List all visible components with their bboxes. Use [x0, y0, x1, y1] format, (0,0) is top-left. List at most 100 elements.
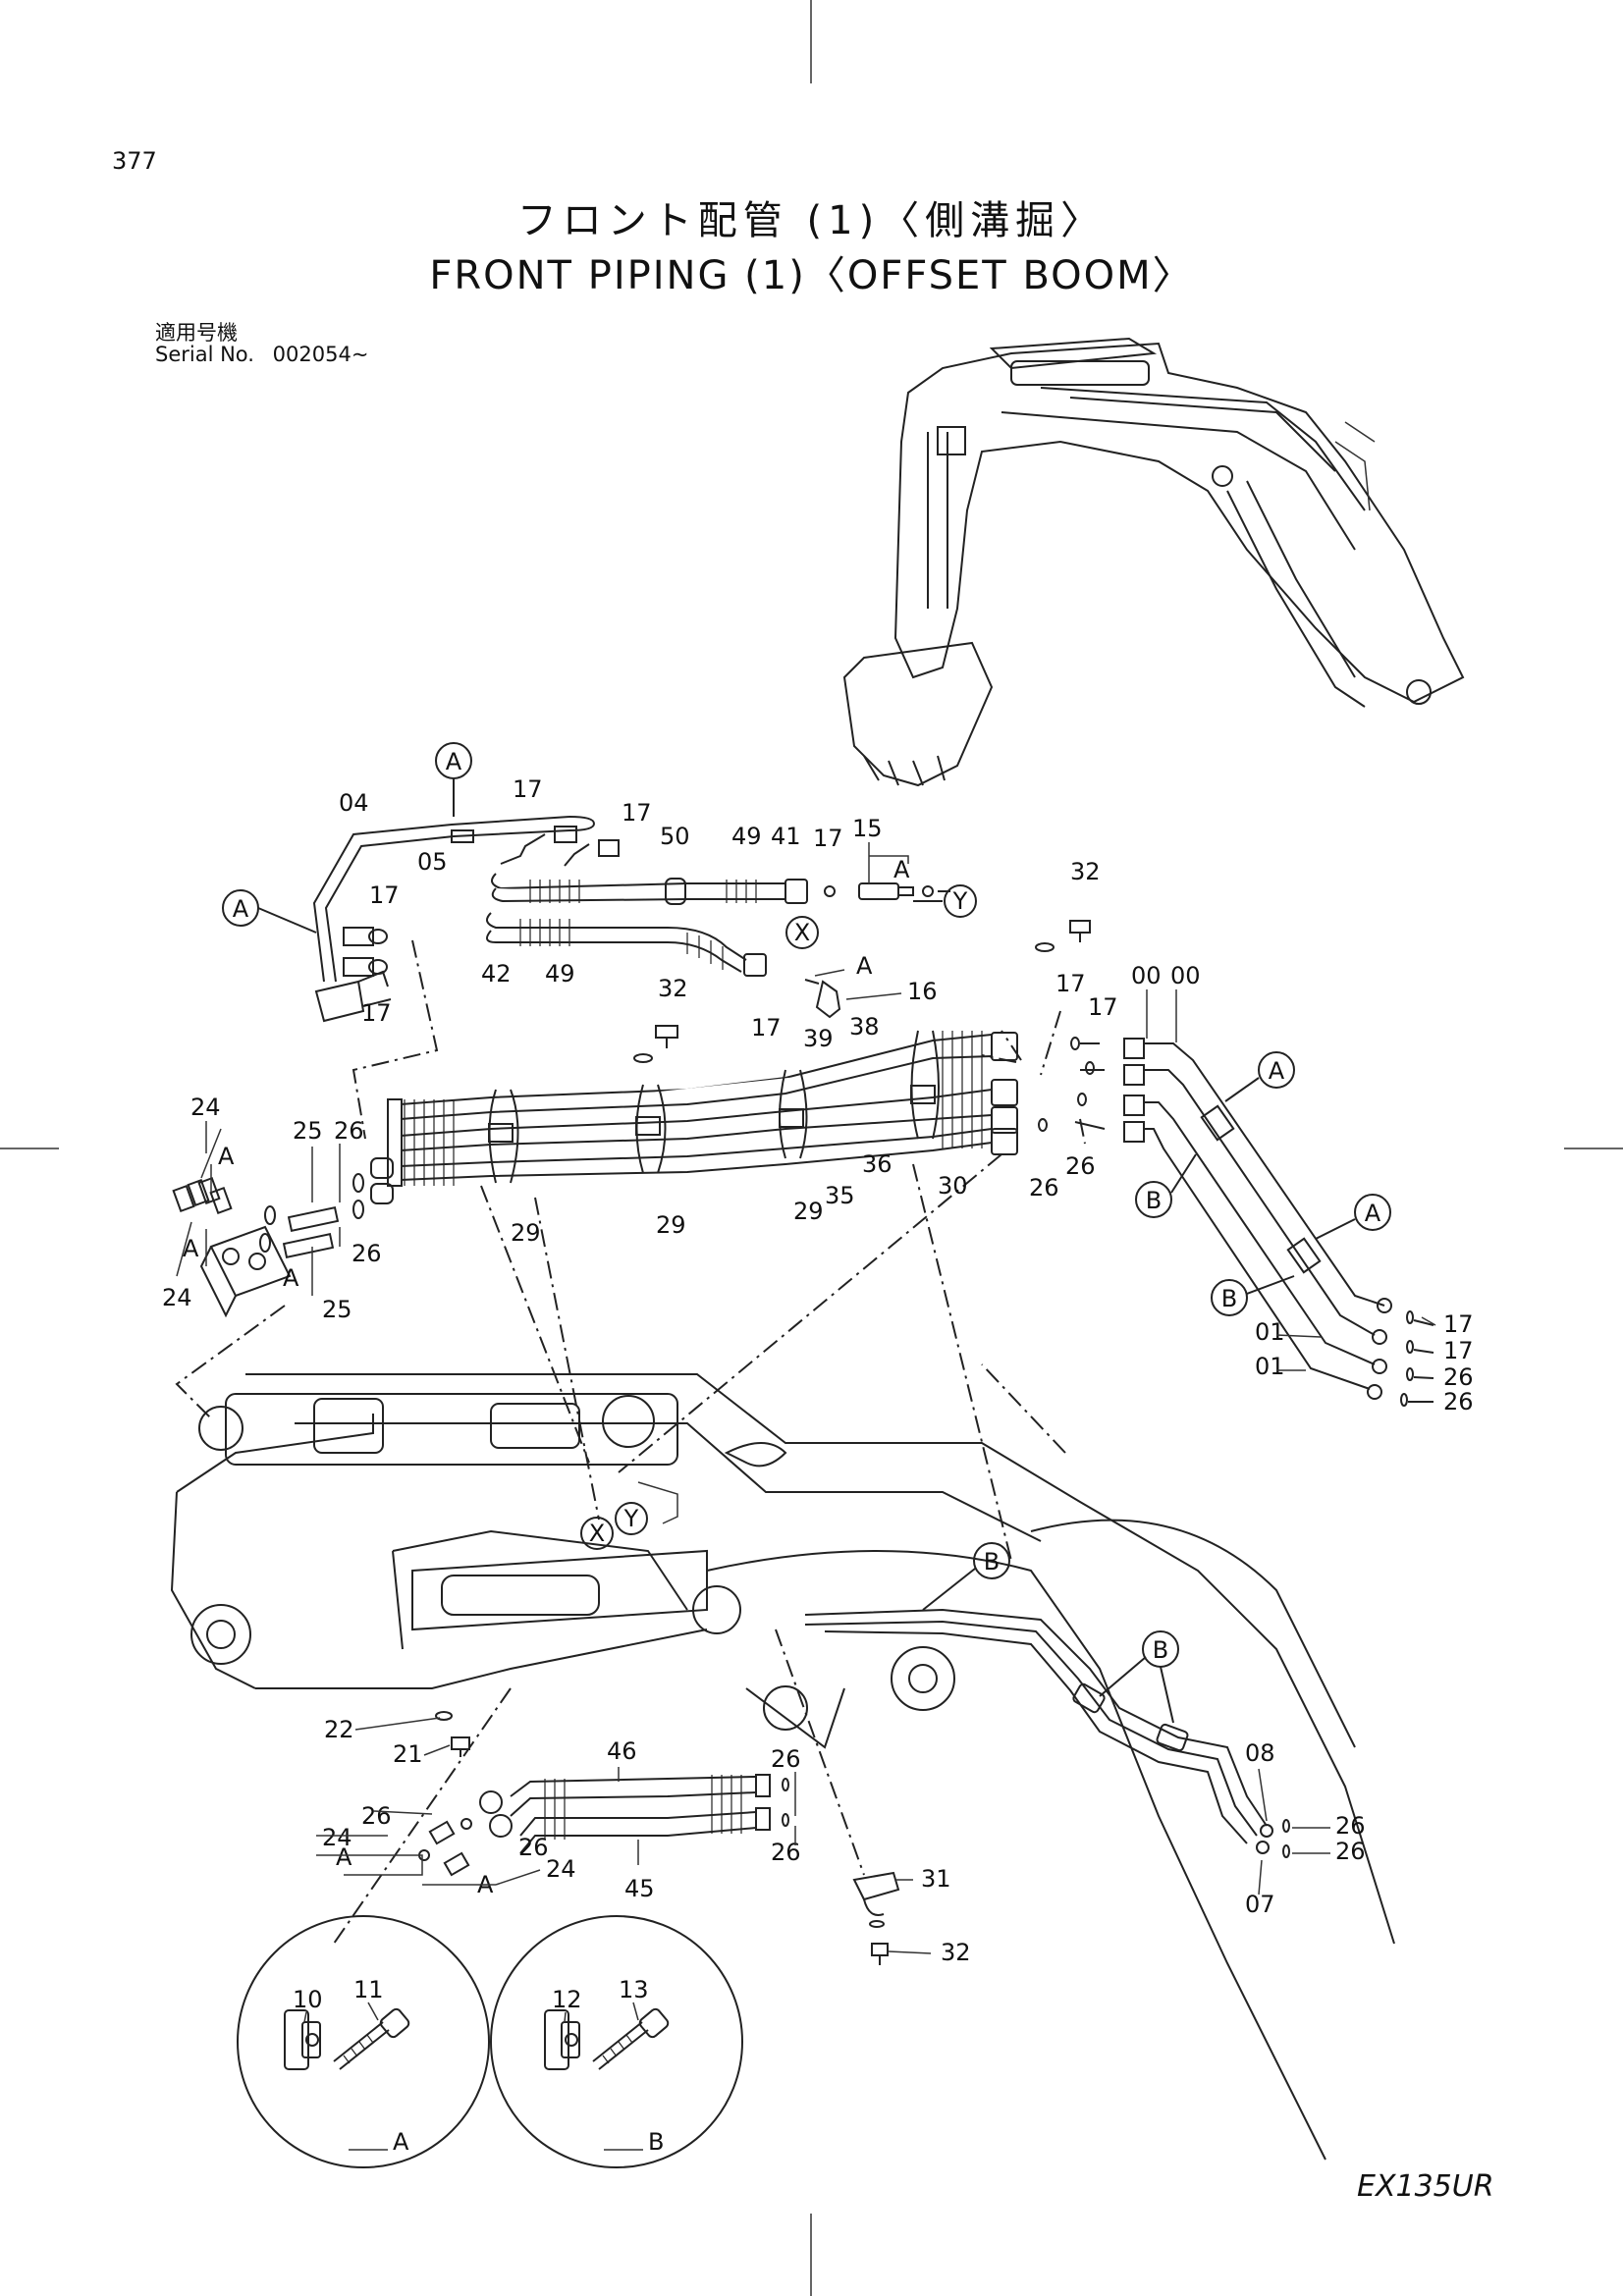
detail-view-b-label: B — [648, 2128, 664, 2156]
svg-text:A: A — [1269, 1057, 1285, 1085]
serial-label-jp: 適用号機 — [155, 321, 238, 345]
part-label: A — [183, 1235, 199, 1262]
svg-text:A: A — [233, 895, 249, 923]
part-label: 11 — [353, 1976, 384, 2003]
part-label: 31 — [921, 1865, 951, 1893]
detail-view-b: 12 13 B — [490, 1915, 743, 2168]
part-label: 17 — [751, 1014, 782, 1041]
part-label: 32 — [658, 975, 688, 1002]
part-label: 17 — [513, 775, 543, 803]
part-label: 32 — [941, 1939, 971, 1966]
svg-text:A: A — [1365, 1200, 1381, 1227]
part-label: 25 — [322, 1296, 352, 1323]
callout-b-4: B — [1142, 1630, 1179, 1668]
machine-lower-illustration — [170, 1373, 1395, 2161]
part-label: 26 — [1443, 1388, 1474, 1415]
part-label: 17 — [622, 799, 652, 827]
part-label: 17 — [1443, 1337, 1474, 1364]
callout-a-4: A — [1354, 1194, 1391, 1231]
model-name: EX135UR — [1357, 2169, 1494, 2204]
serial-label-en: Serial No. — [155, 343, 254, 366]
part-label: 39 — [803, 1025, 834, 1052]
svg-text:B: B — [1146, 1187, 1162, 1214]
part-label: 32 — [1070, 858, 1101, 885]
part-label: 15 — [852, 815, 883, 842]
callout-a-2: A — [222, 889, 259, 927]
part-label: 00 — [1131, 962, 1162, 989]
part-label: 17 — [1055, 970, 1086, 997]
part-label: 24 — [190, 1094, 221, 1121]
svg-text:Y: Y — [952, 887, 968, 915]
part-label: 17 — [1088, 993, 1118, 1021]
part-label: 26 — [771, 1745, 801, 1773]
callout-b-2: B — [1211, 1279, 1248, 1316]
part-label: 26 — [518, 1834, 549, 1861]
part-label: 35 — [825, 1182, 855, 1209]
part-label: 50 — [660, 823, 690, 850]
svg-text:X: X — [589, 1520, 605, 1547]
detail-view-a-label: A — [393, 2128, 409, 2156]
part-label: 01 — [1255, 1318, 1285, 1346]
part-label: 36 — [862, 1150, 893, 1178]
part-label: 41 — [771, 823, 801, 850]
svg-text:Y: Y — [623, 1505, 639, 1532]
detail-view-a: 10 11 A — [237, 1915, 490, 2168]
part-label: 01 — [1255, 1353, 1285, 1380]
hose-49-lower — [486, 912, 841, 1019]
part-label: 22 — [324, 1716, 354, 1743]
page-title-english: FRONT PIPING (1)〈OFFSET BOOM〉 — [429, 253, 1194, 298]
pipe-04-05-assembly — [312, 816, 596, 1023]
part-label: 25 — [293, 1117, 323, 1145]
part-label: 29 — [793, 1198, 824, 1225]
part-label: 21 — [393, 1740, 423, 1768]
part-labels: 04 05 17 17 17 17 50 49 41 17 15 A 42 49… — [162, 775, 1474, 1966]
part-label: 26 — [1065, 1152, 1096, 1180]
hardware-small-parts — [435, 920, 1091, 1965]
svg-text:B: B — [984, 1548, 1000, 1575]
part-label: 26 — [334, 1117, 364, 1145]
part-label: A — [336, 1843, 352, 1871]
callout-x-2: X — [580, 1517, 614, 1550]
callout-x-1: X — [785, 916, 819, 949]
svg-text:A: A — [446, 748, 462, 775]
machine-overview-illustration — [842, 337, 1465, 787]
part-label: 17 — [1443, 1310, 1474, 1338]
part-label: 17 — [813, 825, 843, 852]
part-label: 26 — [1335, 1838, 1366, 1865]
part-label: 08 — [1245, 1739, 1275, 1767]
part-label: A — [283, 1264, 299, 1292]
page-title-japanese: フロント配管 (1)〈側溝掘〉 — [516, 198, 1107, 243]
hose-49-upper — [491, 826, 950, 905]
part-label: 12 — [552, 1986, 582, 2013]
callout-circles: A A A A B B B B X Y X Y — [222, 742, 1391, 1724]
hose-45-46-assembly — [418, 1774, 789, 1877]
valve-block-assembly — [172, 1157, 394, 1318]
part-label: 13 — [619, 1976, 649, 2003]
main-hose-bundle — [387, 1030, 1018, 1187]
part-label: 38 — [849, 1013, 880, 1041]
part-label: 29 — [511, 1219, 541, 1247]
serial-info: 適用号機 Serial No. 002054~ — [155, 322, 368, 365]
callout-y-2: Y — [615, 1502, 648, 1535]
callout-b-3: B — [973, 1542, 1010, 1579]
part-label: 42 — [481, 960, 512, 988]
part-label: 45 — [624, 1875, 655, 1902]
serial-value: 002054~ — [272, 343, 369, 366]
part-label: 26 — [1335, 1812, 1366, 1840]
part-label: 30 — [938, 1172, 968, 1200]
part-label: 24 — [546, 1855, 576, 1883]
part-label: 16 — [907, 978, 938, 1005]
part-label: 10 — [293, 1986, 323, 2013]
callout-a-3: A — [1258, 1051, 1295, 1089]
svg-text:B: B — [1153, 1636, 1168, 1664]
part-label: A — [856, 952, 873, 980]
part-label: A — [893, 856, 910, 883]
part-label: 17 — [369, 881, 400, 909]
part-label: 05 — [417, 848, 448, 876]
svg-text:B: B — [1221, 1285, 1237, 1312]
pipe-00-01-assembly — [1038, 1037, 1434, 1407]
part-label: 17 — [361, 999, 392, 1027]
part-label: 04 — [339, 789, 369, 817]
part-label: A — [218, 1143, 235, 1170]
